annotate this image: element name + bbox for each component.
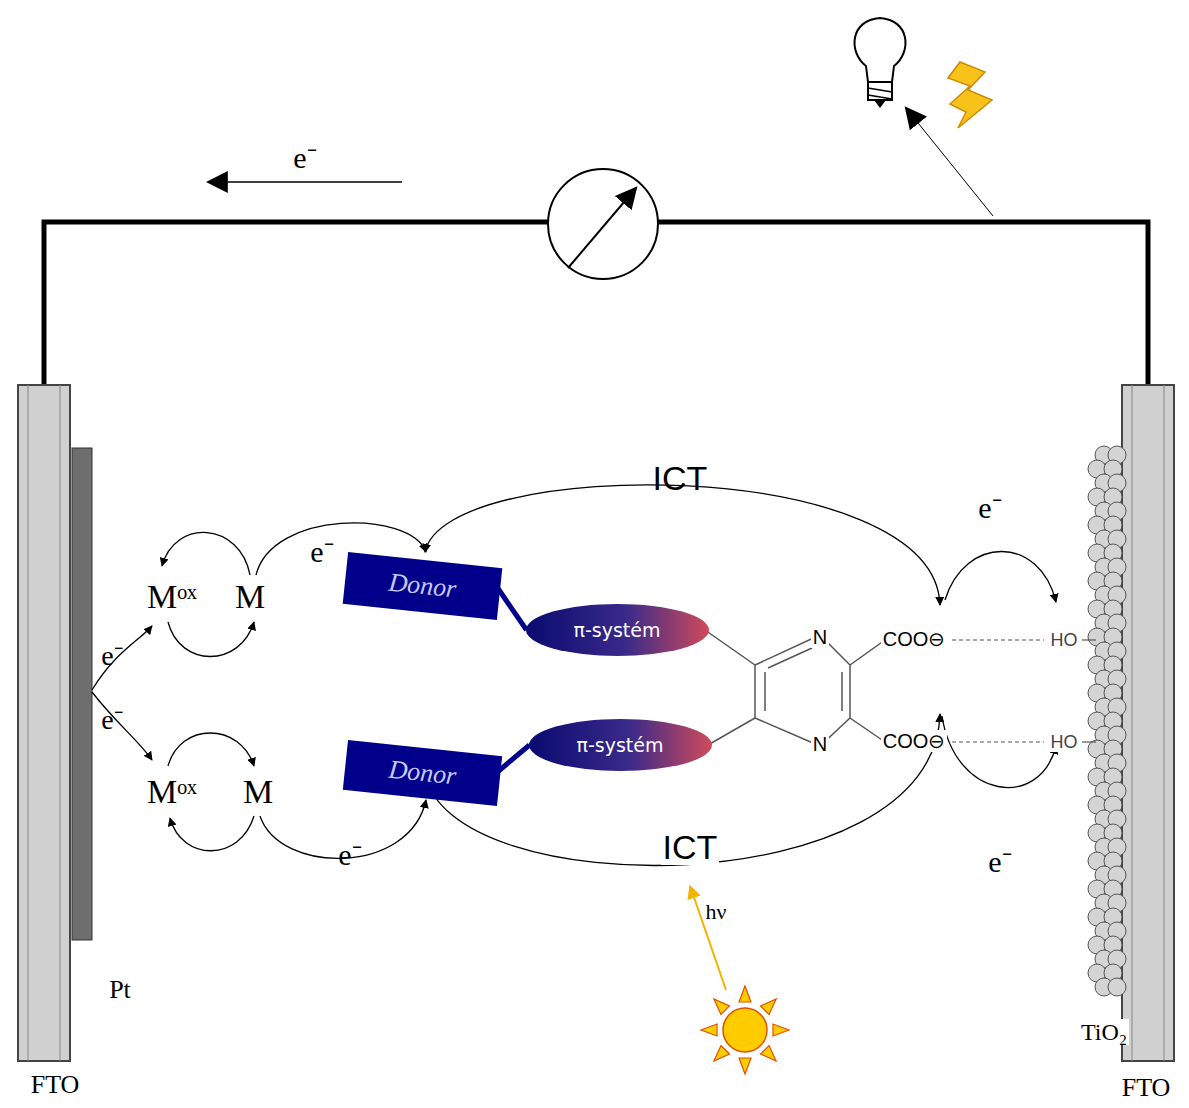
ammeter xyxy=(548,169,658,279)
light-ray xyxy=(690,886,726,990)
redox-arc xyxy=(92,626,152,690)
redox-arc xyxy=(168,733,254,766)
donor-label: Donor xyxy=(387,755,458,792)
fto-glass xyxy=(18,385,70,1061)
electron-label: e⁻ xyxy=(978,493,1001,523)
pi-system-label: π-systém xyxy=(577,734,664,756)
tio2-particles xyxy=(1088,446,1126,996)
donor-box: Donor xyxy=(343,552,503,620)
pyrazine-ring xyxy=(705,630,885,746)
ict-label: ICT xyxy=(661,829,720,865)
injection-arc xyxy=(945,551,1056,602)
electron-label: e⁻ xyxy=(101,706,122,734)
hydroxyl-group: HO xyxy=(1049,732,1080,752)
redox-arc xyxy=(170,816,254,851)
lightning-symbol xyxy=(948,62,992,128)
donor-link xyxy=(496,586,526,630)
sun-symbol xyxy=(701,986,789,1074)
nitrogen-atom: N xyxy=(811,733,829,755)
electrode-label: Pt xyxy=(109,977,131,1003)
redox-arc xyxy=(168,622,254,657)
mediator: M xyxy=(243,775,273,809)
electrode-label: TiO₂ xyxy=(1079,1019,1129,1045)
electron-label: e⁻ xyxy=(293,143,316,173)
pi-system-label: π-systém xyxy=(574,619,661,641)
light-bulb xyxy=(854,18,905,108)
redox-arc xyxy=(162,532,250,575)
electron-label: e⁻ xyxy=(310,537,333,567)
hydrogen-bond xyxy=(952,741,1044,742)
hydrogen-bond xyxy=(952,639,1044,640)
bulb-lead xyxy=(906,108,993,216)
carboxylate-group: COO⊖ xyxy=(881,730,948,752)
fto-glass xyxy=(1122,385,1174,1061)
electron-label: e⁻ xyxy=(988,847,1011,877)
donor-label: Donor xyxy=(387,568,458,605)
nitrogen-atom: N xyxy=(811,626,829,648)
photon-label: hν xyxy=(706,901,727,923)
electrode-label: FTO xyxy=(1122,1075,1171,1101)
platinum-layer xyxy=(72,448,92,940)
electron-flow-arrow xyxy=(208,181,402,183)
donor-box: Donor xyxy=(343,740,502,806)
mediator: M xyxy=(235,580,265,614)
oxidized-mediator: Mᵒˣ xyxy=(147,775,197,809)
electron-label: e⁻ xyxy=(338,840,361,870)
ict-label: ICT xyxy=(653,461,708,495)
ict-arc xyxy=(425,714,940,865)
redox-arc xyxy=(92,692,152,760)
ict-arc xyxy=(425,485,940,605)
pi-system-ellipse: π-systém xyxy=(525,603,710,657)
meter-needle xyxy=(568,188,636,268)
injection-arc xyxy=(942,716,1056,788)
electron-label: e⁻ xyxy=(101,642,122,670)
hydroxyl-group: HO xyxy=(1049,630,1080,650)
carboxylate-group: COO⊖ xyxy=(881,628,948,650)
oxidized-mediator: Mᵒˣ xyxy=(147,580,197,614)
electrode-label: FTO xyxy=(31,1072,80,1098)
pi-system-ellipse: π-systém xyxy=(528,718,713,772)
